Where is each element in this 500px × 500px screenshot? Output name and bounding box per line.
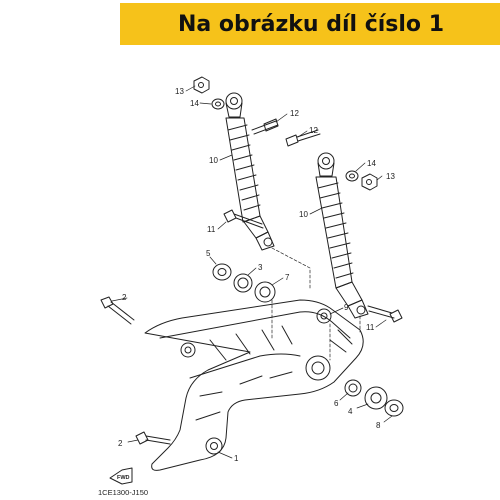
callout-3: 3 bbox=[258, 263, 263, 272]
callout-11-right: 11 bbox=[366, 323, 375, 332]
callout-10-right: 10 bbox=[299, 210, 308, 219]
forward-marker-label: FWD bbox=[117, 475, 130, 481]
callout-7: 7 bbox=[285, 273, 290, 282]
callout-6: 6 bbox=[334, 399, 339, 408]
callout-12-upper: 12 bbox=[290, 109, 299, 118]
callout-14-left: 14 bbox=[190, 99, 199, 108]
part-13-nut-left bbox=[193, 76, 210, 94]
part-4-bearing bbox=[364, 386, 388, 410]
part-11-bolt-right bbox=[367, 305, 403, 323]
part-7-bearing bbox=[254, 281, 276, 303]
callout-2-upper: 2 bbox=[122, 293, 127, 302]
part-13-nut-right bbox=[361, 173, 378, 191]
part-2-bolt-lower bbox=[135, 431, 171, 445]
right-shock-absorber bbox=[315, 152, 369, 319]
callout-13-left: 13 bbox=[175, 87, 184, 96]
callout-14-right: 14 bbox=[367, 159, 376, 168]
callout-11-left: 11 bbox=[207, 225, 216, 234]
callout-13-right: 13 bbox=[386, 172, 395, 181]
leader-lines bbox=[111, 85, 393, 459]
banner-title: Na obrázku díl číslo 1 bbox=[177, 11, 445, 37]
forward-marker bbox=[109, 467, 133, 485]
part-6-seal bbox=[344, 379, 362, 397]
left-shock-absorber bbox=[225, 92, 275, 251]
part-5-bushing bbox=[212, 263, 232, 281]
swing-arm bbox=[144, 299, 364, 471]
part-9-collar bbox=[316, 308, 332, 324]
callout-1: 1 bbox=[234, 454, 239, 463]
callout-2-lower: 2 bbox=[118, 439, 123, 448]
callout-8: 8 bbox=[376, 421, 381, 430]
callout-9: 9 bbox=[344, 303, 349, 312]
drawing-code: 1CE1300-J150 bbox=[98, 488, 148, 497]
part-2-bolt-upper bbox=[100, 296, 135, 325]
part-12-bolt-upper bbox=[251, 118, 279, 135]
callout-5: 5 bbox=[206, 249, 211, 258]
part-8-bushing bbox=[384, 399, 404, 417]
part-14-washer-right bbox=[345, 170, 359, 182]
part-14-washer-left bbox=[211, 98, 225, 110]
callout-4: 4 bbox=[348, 407, 353, 416]
title-banner: Na obrázku díl číslo 1 bbox=[120, 3, 500, 45]
part-12-bolt-lower bbox=[285, 129, 321, 147]
callout-12-lower: 12 bbox=[309, 126, 318, 135]
callout-10-left: 10 bbox=[209, 156, 218, 165]
part-3-seal bbox=[233, 273, 253, 293]
part-11-bolt-left bbox=[223, 209, 264, 229]
